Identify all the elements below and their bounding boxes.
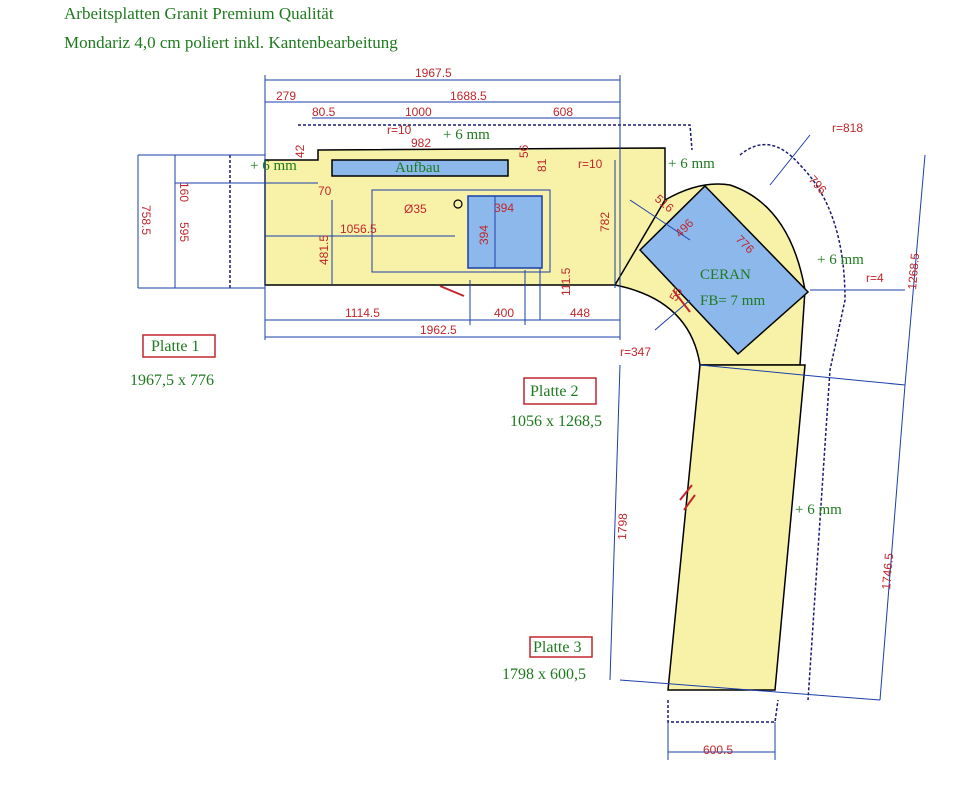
note-plus6-right: + 6 mm bbox=[817, 252, 864, 268]
radius-r10-right: r=10 bbox=[578, 157, 603, 171]
dim-1798: 1798 bbox=[615, 513, 630, 540]
joint-marks bbox=[439, 285, 696, 511]
aufbau-label: Aufbau bbox=[395, 160, 440, 176]
dim-782: 782 bbox=[598, 212, 612, 232]
dim-595: 595 bbox=[177, 222, 191, 242]
dimension-lines bbox=[137, 75, 926, 760]
dim-81: 81 bbox=[535, 158, 549, 172]
dim-56: 56 bbox=[517, 144, 531, 158]
radius-r818: r=818 bbox=[832, 121, 863, 135]
dim-481-5: 481.5 bbox=[317, 235, 331, 265]
radius-r347: r=347 bbox=[620, 345, 651, 359]
sink-outline bbox=[371, 189, 551, 273]
drawing-subtitle: Mondariz 4,0 cm poliert inkl. Kantenbear… bbox=[64, 33, 398, 52]
platte-3-label: Platte 3 bbox=[533, 639, 581, 656]
platte-3-label-box bbox=[529, 636, 593, 658]
outline-plus6-platte1 bbox=[229, 124, 693, 288]
dim-279: 279 bbox=[276, 89, 296, 103]
dim-394-width: 394 bbox=[494, 201, 514, 215]
dim-448: 448 bbox=[570, 306, 590, 320]
dim-1962-5: 1962.5 bbox=[420, 323, 457, 337]
platte-1-slab bbox=[264, 147, 666, 286]
radius-r10-top: r=10 bbox=[387, 123, 412, 137]
dim-1268-5: 1268.5 bbox=[905, 252, 922, 290]
dim-394-height: 394 bbox=[477, 225, 491, 245]
dim-160: 160 bbox=[177, 182, 191, 202]
dim-796: 796 bbox=[806, 173, 830, 197]
dim-1967-5: 1967.5 bbox=[415, 66, 452, 80]
note-plus6-left: + 6 mm bbox=[250, 158, 297, 174]
drawing-title: Arbeitsplatten Granit Premium Qualität bbox=[64, 4, 334, 23]
aufbau-cutout bbox=[331, 159, 509, 177]
dim-608: 608 bbox=[553, 105, 573, 119]
ceran-label: CERAN bbox=[700, 267, 751, 283]
dim-400: 400 bbox=[494, 306, 514, 320]
dim-1114-5: 1114.5 bbox=[345, 306, 380, 320]
tap-hole bbox=[453, 199, 463, 209]
note-plus6-long: + 6 mm bbox=[795, 502, 842, 518]
outline-plus6-corner bbox=[739, 143, 846, 701]
dim-1746-5: 1746.5 bbox=[879, 552, 896, 590]
platte-2-label-box bbox=[523, 377, 597, 405]
platte-1-label-box bbox=[142, 334, 216, 358]
dim-1056-5: 1056.5 bbox=[340, 222, 377, 236]
dim-758-5: 758.5 bbox=[139, 205, 153, 235]
dim-42: 42 bbox=[293, 144, 307, 158]
dim-600-5: 600.5 bbox=[703, 743, 733, 757]
radius-r4: r=4 bbox=[866, 271, 884, 285]
sink-cutout bbox=[467, 195, 543, 269]
dim-111-5: 111.5 bbox=[559, 267, 573, 296]
dim-80-5: 80.5 bbox=[312, 105, 336, 119]
dim-70: 70 bbox=[318, 184, 332, 198]
platte-1-size: 1967,5 x 776 bbox=[130, 372, 214, 389]
dim-1688-5: 1688.5 bbox=[450, 89, 487, 103]
platte-3-slab bbox=[667, 364, 806, 691]
dim-982: 982 bbox=[411, 136, 431, 150]
outline-plus6-bottom bbox=[667, 699, 779, 723]
platte-1-label: Platte 1 bbox=[151, 338, 199, 355]
platte-3-size: 1798 x 600,5 bbox=[502, 666, 586, 683]
dim-1000: 1000 bbox=[405, 105, 432, 119]
note-plus6-corner: + 6 mm bbox=[668, 156, 715, 172]
note-plus6-top: + 6 mm bbox=[443, 127, 490, 143]
platte-2-size: 1056 x 1268,5 bbox=[510, 413, 602, 430]
platte-2-label: Platte 2 bbox=[530, 383, 578, 400]
ceran-fb-label: FB= 7 mm bbox=[700, 293, 765, 309]
dim-d35: Ø35 bbox=[404, 202, 427, 216]
ceran-cutout bbox=[638, 184, 810, 356]
